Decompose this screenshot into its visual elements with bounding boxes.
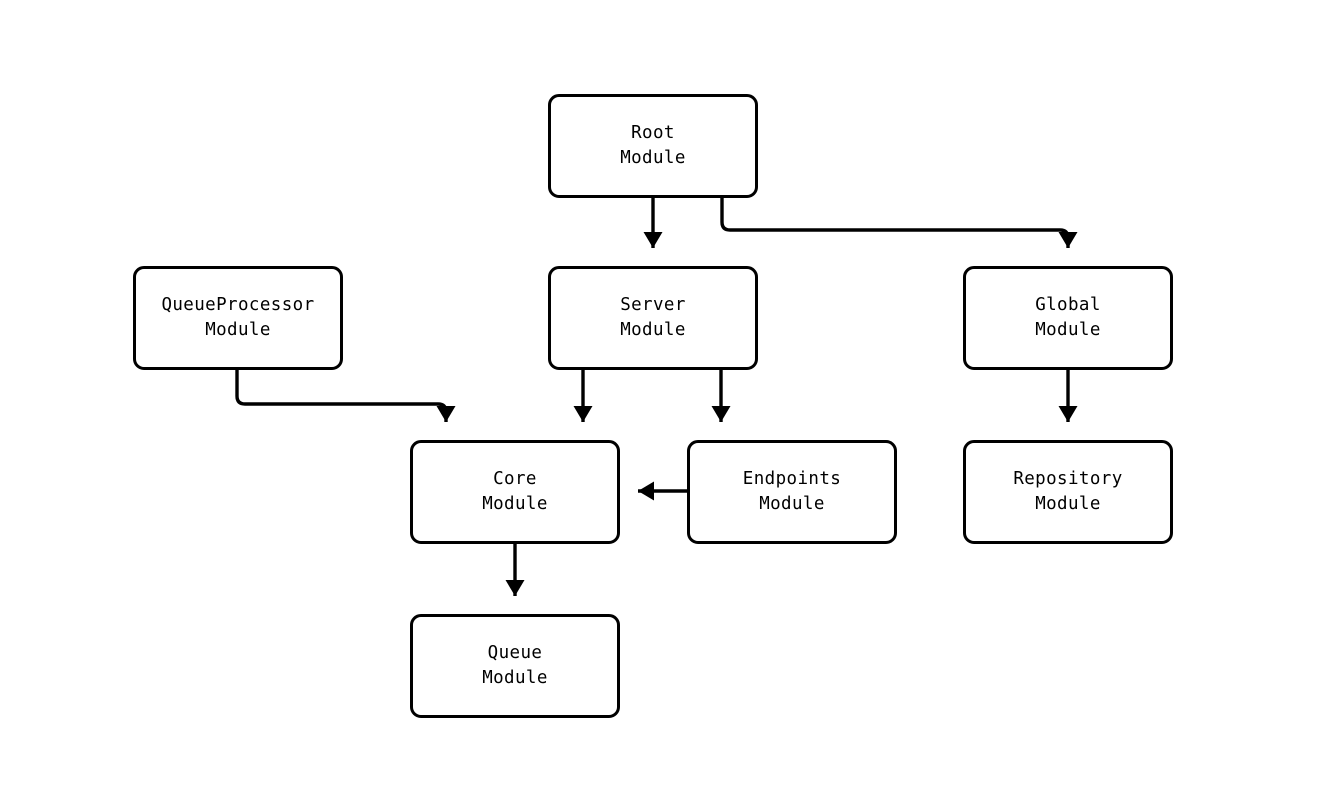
node-core-subtitle: Module — [482, 494, 548, 514]
node-queueprocessor-subtitle: Module — [205, 320, 271, 340]
arrow-root-to-global-icon — [1058, 232, 1078, 248]
arrow-root-to-server-icon — [643, 232, 663, 248]
node-root-title: Root — [631, 123, 675, 144]
node-root-subtitle: Module — [620, 148, 686, 168]
node-queue-title: Queue — [487, 643, 543, 664]
node-endpoints-subtitle: Module — [759, 494, 825, 514]
node-queueprocessor-title: QueueProcessor — [161, 295, 315, 316]
node-server-subtitle: Module — [620, 320, 686, 340]
arrow-endpoints-to-core-icon — [638, 481, 654, 501]
arrow-queueprocessor-to-core-icon — [436, 406, 456, 422]
node-queue-subtitle: Module — [482, 668, 548, 688]
node-repository-title: Repository — [1013, 469, 1123, 490]
node-server-title: Server — [620, 295, 686, 316]
node-global-title: Global — [1035, 295, 1101, 316]
node-core-title: Core — [493, 469, 537, 490]
arrow-server-to-endpoints-icon — [711, 406, 731, 422]
node-global-subtitle: Module — [1035, 320, 1101, 340]
arrow-global-to-repository-icon — [1058, 406, 1078, 422]
arrow-server-to-core-icon — [573, 406, 593, 422]
arrow-core-to-queue-icon — [505, 580, 525, 596]
node-endpoints-title: Endpoints — [742, 469, 842, 490]
node-repository-subtitle: Module — [1035, 494, 1101, 514]
